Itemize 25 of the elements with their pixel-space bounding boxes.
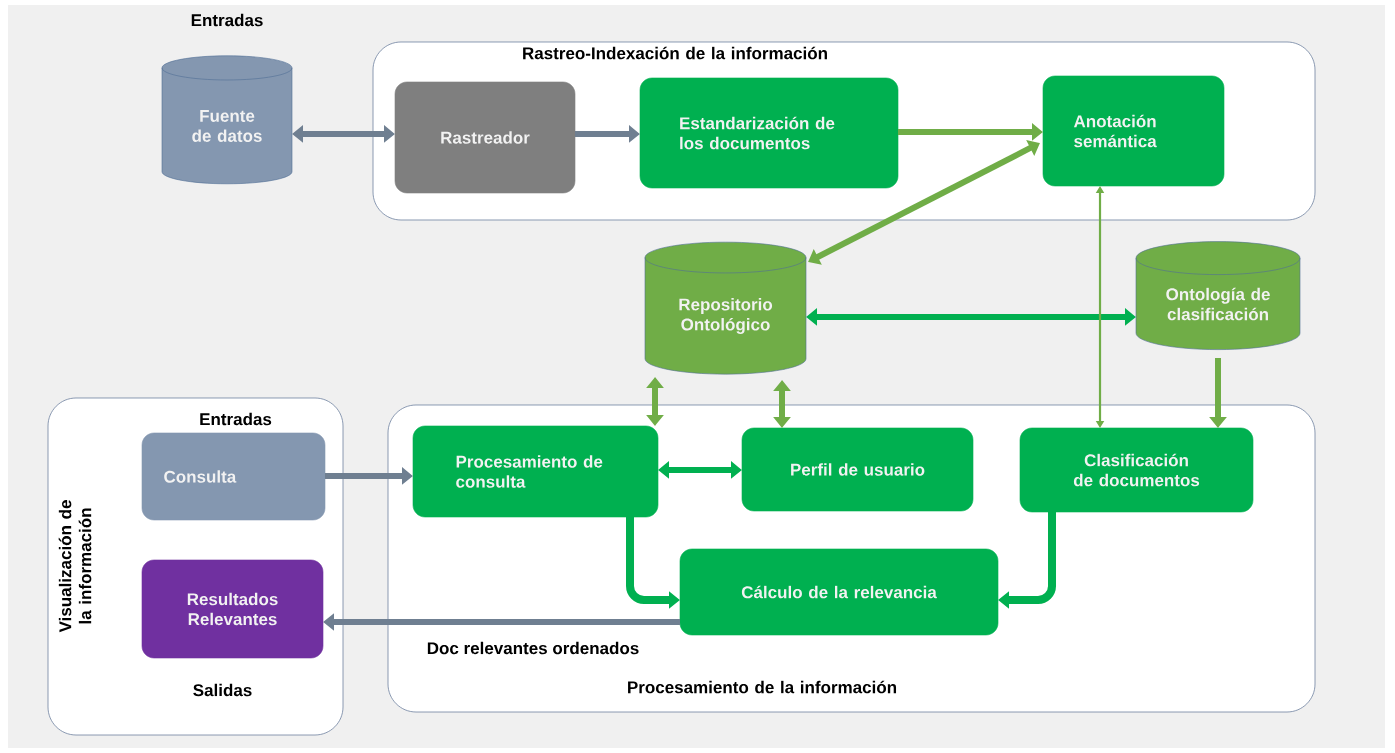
group-title: Procesamiento de la información bbox=[628, 680, 896, 694]
heading-label: Entradas bbox=[191, 13, 263, 27]
group-title: Visualización de la información bbox=[58, 500, 92, 633]
arrow bbox=[646, 377, 664, 426]
process-box: Rastreador bbox=[394, 81, 576, 194]
arrow bbox=[292, 125, 395, 143]
output-box: Resultados Relevantes bbox=[141, 559, 324, 659]
process-box: Estandarización de los documentos bbox=[639, 77, 899, 189]
database-cylinder: Fuente de datos bbox=[161, 55, 293, 185]
process-box: Perfil de usuario bbox=[741, 427, 974, 512]
database-cylinder: Ontología de clasificación bbox=[1135, 241, 1301, 350]
arrow bbox=[773, 380, 791, 428]
heading-label: Salidas bbox=[193, 683, 252, 697]
process-box: Clasificación de documentos bbox=[1019, 427, 1254, 513]
process-box: Cálculo de la relevancia bbox=[679, 548, 999, 636]
heading-label: Entradas bbox=[200, 412, 272, 426]
input-box: Consulta bbox=[141, 432, 326, 521]
group-title: Rastreo-Indexación de la información bbox=[523, 46, 827, 60]
arrow bbox=[808, 140, 1040, 265]
process-box: Procesamiento de consulta bbox=[412, 425, 659, 518]
arrow bbox=[658, 461, 742, 479]
process-box: Anotación semántica bbox=[1042, 75, 1225, 187]
arrow bbox=[1095, 186, 1105, 428]
database-cylinder: Repositorio Ontológico bbox=[644, 241, 807, 375]
arrow bbox=[806, 308, 1136, 326]
